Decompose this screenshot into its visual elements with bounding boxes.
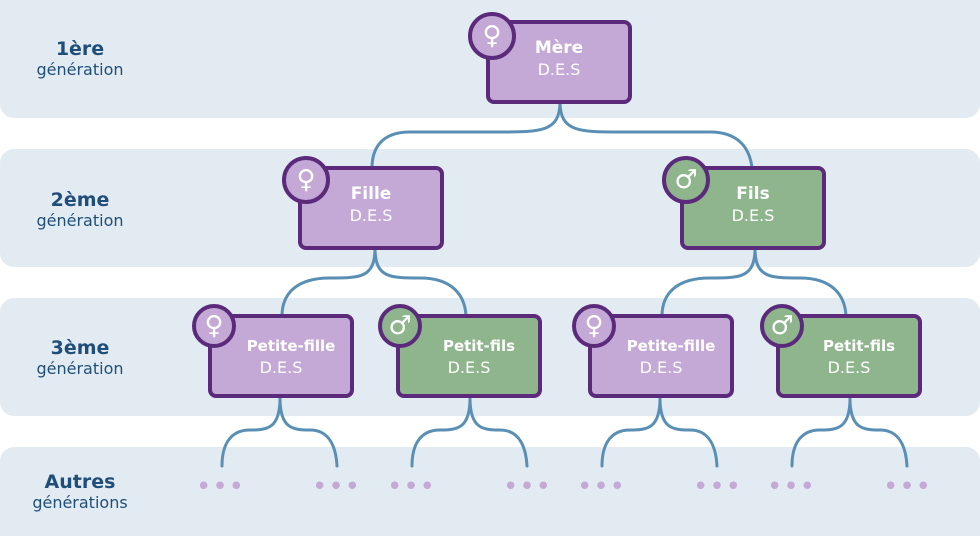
connector-pfils2 <box>790 396 909 468</box>
ellipsis-dots: ••• <box>387 472 437 502</box>
node-name: Fille <box>350 184 392 204</box>
generation-word: génération <box>36 211 124 230</box>
node-petit-fils-2: Petit-fils D.E.S <box>776 314 922 398</box>
male-icon: ♂ <box>760 304 804 348</box>
generation-label-3: 3ème génération <box>0 337 160 379</box>
ellipsis-dots: ••• <box>883 472 933 502</box>
female-icon: ♀ <box>282 156 330 204</box>
node-code: D.E.S <box>259 358 303 377</box>
female-icon: ♀ <box>192 304 236 348</box>
generation-label-4: Autres générations <box>0 471 160 513</box>
ellipsis-dots: ••• <box>693 472 743 502</box>
node-petite-fille-1: Petite-fille D.E.S <box>208 314 354 398</box>
node-name: Fils <box>736 184 770 204</box>
node-code: D.E.S <box>731 206 775 225</box>
ellipsis-dots: ••• <box>767 472 817 502</box>
generation-label-1: 1ère génération <box>0 38 160 80</box>
node-name: Mère <box>534 38 584 58</box>
node-code: D.E.S <box>447 358 491 377</box>
node-name: Petite-fille <box>246 337 336 355</box>
connector-pf1 <box>220 396 339 468</box>
generation-band-4 <box>0 447 980 536</box>
connector-pf2 <box>600 396 719 468</box>
female-icon: ♀ <box>468 12 516 60</box>
ellipsis-dots: ••• <box>196 472 246 502</box>
generation-number: 1ère <box>55 38 105 60</box>
ellipsis-dots: ••• <box>503 472 553 502</box>
node-name: Petit-fils <box>822 337 896 355</box>
connector-fille <box>280 246 468 318</box>
generation-word: générations <box>32 493 128 512</box>
node-code: D.E.S <box>537 60 581 79</box>
node-name: Petite-fille <box>626 337 716 355</box>
node-name: Petit-fils <box>442 337 516 355</box>
male-icon: ♂ <box>378 304 422 348</box>
connector-fils <box>660 246 848 318</box>
generation-number: Autres <box>44 471 116 493</box>
generation-number: 3ème <box>50 337 110 359</box>
node-code: D.E.S <box>827 358 871 377</box>
ellipsis-dots: ••• <box>312 472 362 502</box>
ellipsis-dots: ••• <box>577 472 627 502</box>
generation-number: 2ème <box>50 189 110 211</box>
node-code: D.E.S <box>349 206 393 225</box>
connector-pfils1 <box>410 396 529 468</box>
generation-label-2: 2ème génération <box>0 189 160 231</box>
male-icon: ♂ <box>662 156 710 204</box>
female-icon: ♀ <box>572 304 616 348</box>
generation-word: génération <box>36 60 124 79</box>
connector-mere <box>370 100 754 170</box>
generation-word: génération <box>36 359 124 378</box>
node-code: D.E.S <box>639 358 683 377</box>
